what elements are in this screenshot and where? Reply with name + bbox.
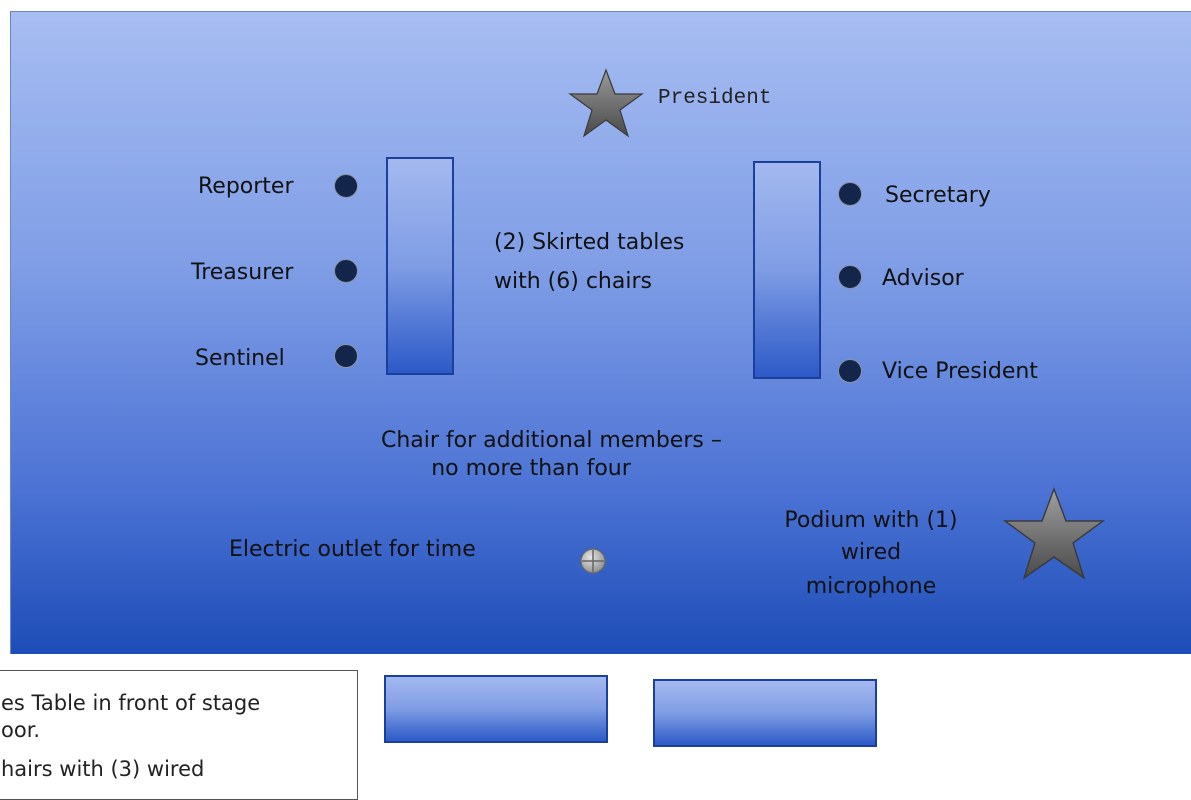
members-note-line2: no more than four bbox=[431, 456, 631, 481]
stage-area: President Reporter Treasurer Sentinel (2… bbox=[10, 11, 1191, 654]
role-label-treasurer: Treasurer bbox=[191, 260, 294, 285]
chair-secretary bbox=[838, 182, 862, 206]
tables-note-line2: with (6) chairs bbox=[494, 269, 652, 294]
skirted-table-right bbox=[753, 161, 821, 379]
judges-note-line3: hairs with (3) wired bbox=[1, 757, 205, 781]
president-star-icon bbox=[568, 68, 644, 138]
role-label-secretary: Secretary bbox=[885, 183, 991, 208]
chair-reporter bbox=[334, 174, 358, 198]
judges-note-line2: oor. bbox=[1, 718, 41, 742]
chair-sentinel bbox=[334, 344, 358, 368]
judges-note-line1: es Table in front of stage bbox=[1, 691, 261, 715]
tables-note-line1: (2) Skirted tables bbox=[494, 230, 685, 255]
front-table-right bbox=[653, 679, 877, 747]
president-label: President bbox=[658, 87, 772, 110]
podium-note-line3: microphone bbox=[805, 574, 937, 599]
role-label-vice-president: Vice President bbox=[882, 359, 1038, 384]
judges-note-box: es Table in front of stage oor. hairs wi… bbox=[0, 670, 358, 800]
front-table-left bbox=[384, 675, 608, 743]
members-note-line1: Chair for additional members – bbox=[381, 428, 722, 453]
role-label-advisor: Advisor bbox=[882, 266, 964, 291]
electric-outlet-icon bbox=[580, 548, 606, 574]
chair-treasurer bbox=[334, 259, 358, 283]
outlet-label: Electric outlet for time bbox=[229, 537, 476, 562]
role-label-sentinel: Sentinel bbox=[195, 346, 285, 371]
skirted-table-left bbox=[386, 157, 454, 375]
podium-star-icon bbox=[1002, 487, 1106, 580]
podium-note-line1: Podium with (1) bbox=[784, 508, 958, 533]
chair-vice-president bbox=[838, 359, 862, 383]
role-label-reporter: Reporter bbox=[198, 174, 294, 199]
podium-note-line2: wired bbox=[840, 540, 902, 565]
chair-advisor bbox=[838, 265, 862, 289]
